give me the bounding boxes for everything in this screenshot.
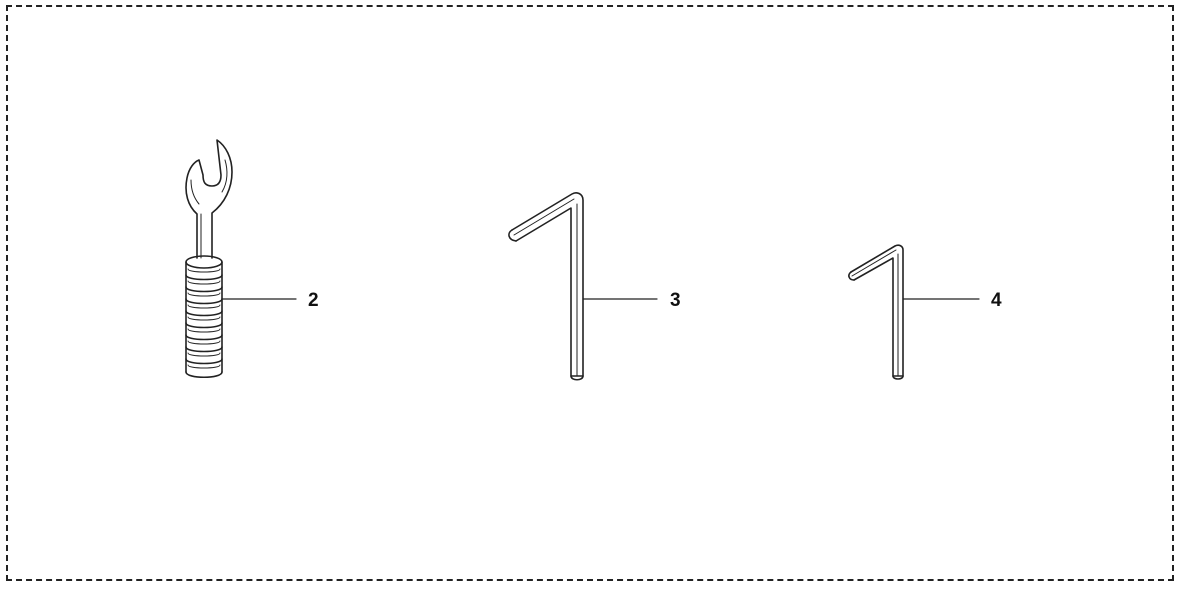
callout-3: 3 [670,290,681,311]
wrench-icon [186,140,232,377]
hex-key-large-icon [509,193,583,380]
hex-key-small-icon [849,245,903,379]
callout-2: 2 [308,290,319,311]
callout-4: 4 [991,290,1002,311]
